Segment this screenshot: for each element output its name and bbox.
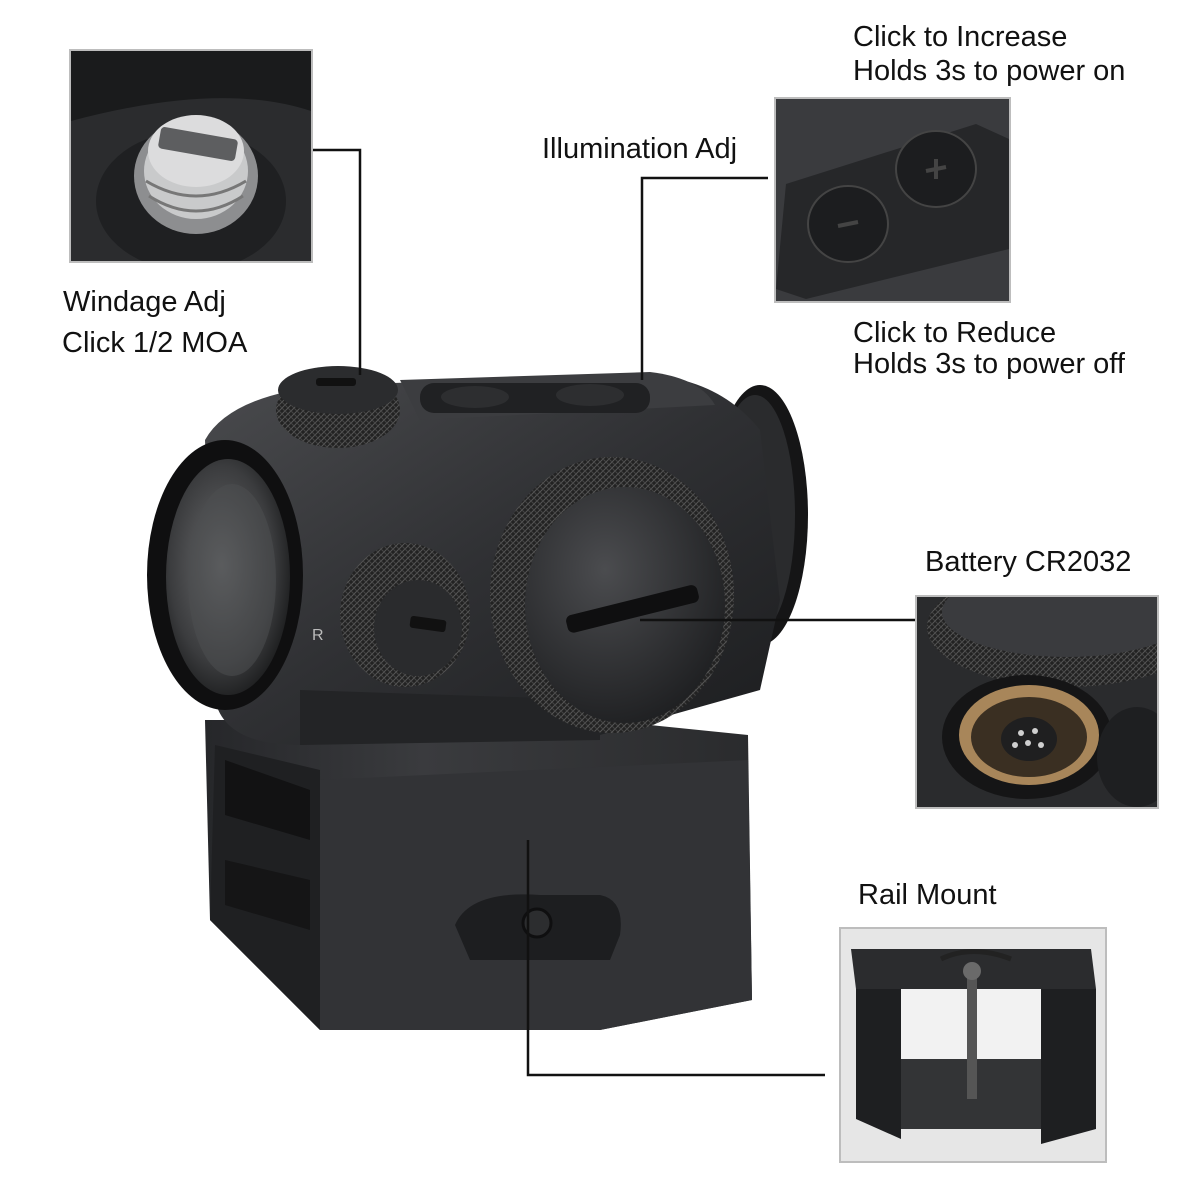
windage-inset — [69, 49, 313, 263]
r-mark: R — [312, 627, 324, 644]
windage-moa-label: Click 1/2 MOA — [62, 326, 247, 360]
reduce-line1: Click to Reduce — [853, 317, 1057, 349]
reduce-label: Click to Reduce Holds 3s to power off — [853, 318, 1125, 380]
illumination-inset — [774, 97, 1011, 303]
reduce-line2: Holds 3s to power off — [853, 348, 1125, 380]
windage-label: Windage Adj — [63, 285, 226, 319]
increase-line2: Holds 3s to power on — [853, 55, 1126, 87]
rail-mount-label: Rail Mount — [858, 879, 997, 911]
illumination-label: Illumination Adj — [542, 133, 738, 165]
increase-line1: Click to Increase — [853, 21, 1068, 53]
windage-label-line1: Windage Adj — [63, 286, 226, 318]
battery-inset — [915, 595, 1159, 809]
windage-label-line2: Click 1/2 MOA — [62, 327, 248, 359]
increase-label: Click to Increase Holds 3s to power on — [853, 20, 1125, 88]
rail-mount-inset — [839, 927, 1107, 1163]
battery-label: Battery CR2032 — [925, 546, 1132, 578]
